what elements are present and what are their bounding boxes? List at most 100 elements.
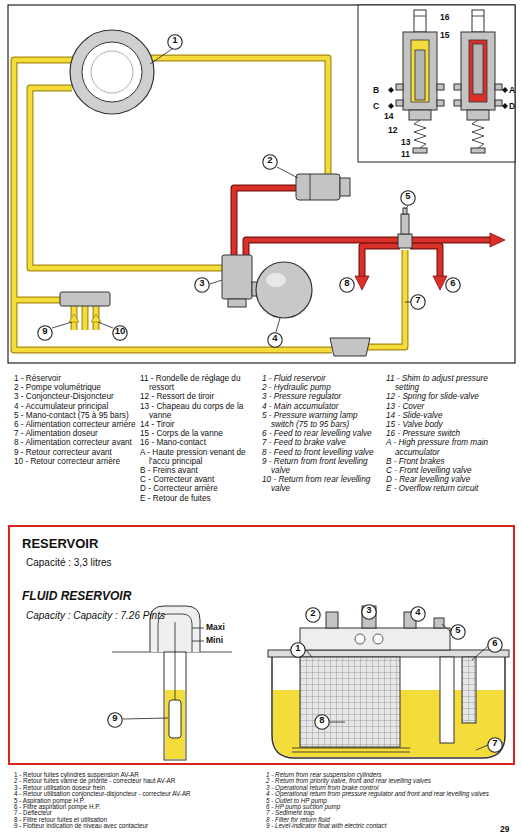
return-manifold: [330, 338, 370, 356]
callout-circle: 5: [450, 624, 466, 640]
tee-fitting: [398, 234, 412, 248]
part-label: 11: [401, 149, 410, 159]
valve-cover: [409, 110, 431, 120]
legend-item: 12 - Ressort de tiroir: [140, 392, 258, 401]
pressure-switch: [398, 208, 412, 248]
legend-item: 8 - Feed to front levelling valve: [262, 448, 382, 457]
circle-shape: [263, 155, 277, 169]
valve-stem-line: [472, 16, 484, 17]
shim: [471, 148, 485, 153]
callout-number: 8: [314, 714, 330, 730]
port-stub: [454, 100, 461, 106]
switch-body: [401, 214, 409, 234]
legend-en: 1 - Fluid reservoir2 - Hydraulic pump3 -…: [262, 374, 382, 494]
circle-shape: [291, 643, 305, 657]
sediment-trap: [292, 748, 410, 752]
legend-item: A - High pressure from main accumulator: [386, 438, 514, 456]
manifold-body: [330, 338, 370, 356]
valve-stem: [414, 10, 426, 32]
arrow-head: [490, 233, 505, 247]
outlet-fitting: [434, 618, 444, 628]
callout-number: 3: [361, 604, 377, 620]
legend-item: 10 - Retour correcteur arrière: [14, 457, 136, 466]
callout-number: 7: [410, 294, 426, 310]
reservoir-panel: RESERVOIRCapacité : 3,3 litresFLUID RESE…: [8, 525, 515, 765]
callout-number: 5: [400, 190, 416, 206]
circle-shape: [446, 278, 460, 292]
legend-item: B - Freins avant: [140, 466, 258, 475]
slide-valve: [473, 44, 483, 94]
legend-item: 15 - Valve body: [386, 420, 514, 429]
return-pipe: [74, 306, 96, 330]
callout-number: 6: [487, 637, 503, 653]
callout-number: 5: [450, 624, 466, 640]
circle-shape: [451, 625, 465, 639]
legend-item: 4 - Accumulateur principal: [14, 402, 136, 411]
callout-number: 8: [339, 277, 355, 293]
main-accumulator: [256, 262, 312, 318]
part-label: 13: [401, 137, 410, 147]
schematic-frame: [8, 5, 515, 363]
circle-shape: [268, 333, 282, 347]
circle-shape: [168, 35, 182, 49]
legend-item: E - Overflow return circuit: [386, 484, 514, 493]
yellow-pipe-outline: [14, 58, 405, 350]
suction-filter: [462, 657, 476, 723]
return-pipe: [74, 306, 96, 330]
legend-item: 6 - Feed to rear levelling valve: [262, 429, 382, 438]
leader-line: [210, 280, 222, 284]
leader-line: [98, 322, 113, 328]
callout-circle: 3: [361, 604, 377, 620]
legend-item: 10 - Return from rear levelling valve: [262, 475, 382, 493]
pressure-pipe: [412, 238, 492, 243]
callout-circle: 8: [314, 714, 330, 730]
red-pipe-fill: [234, 188, 492, 276]
legend-item: 16 - Mano-contact: [140, 438, 258, 447]
reservoir-cap: [82, 42, 142, 102]
callout-number: 4: [410, 606, 426, 622]
pump-body: [296, 174, 340, 200]
min-tick: [192, 641, 204, 642]
legend-item: 2 - Hydraulic pump: [262, 383, 382, 392]
callout-number: 1: [290, 642, 306, 658]
tank-lid: [300, 628, 450, 650]
float-rod: [175, 622, 176, 700]
circle-shape: [315, 715, 329, 729]
circle-shape: [108, 713, 122, 727]
regulator-body: [222, 255, 252, 299]
part-label: B: [373, 85, 379, 95]
circle-shape: [411, 295, 425, 309]
arrow-head: [433, 276, 447, 290]
legend-item: 14 - Tiroir: [140, 420, 258, 429]
circle-shape: [195, 278, 209, 292]
inset-frame: [358, 5, 515, 162]
accumulator-highlight: [266, 273, 286, 287]
callout-number: 3: [194, 277, 210, 293]
legend-item: 2 - Retour fuites vanne de priorité - co…: [14, 778, 264, 784]
callout-number: 1: [167, 34, 183, 50]
legend-item: 2 - Pompe volumétrique: [14, 383, 136, 392]
distribution-block: [60, 292, 110, 306]
legend-item: 13 - Cover: [386, 402, 514, 411]
return-pipe: [14, 60, 332, 350]
page-number: 29: [500, 824, 509, 834]
legend-item: 6 - Alimentation correcteur arrière: [14, 420, 136, 429]
return-pipe: [30, 88, 224, 268]
legend-item: 4 - Main accumulator: [262, 402, 382, 411]
port-marker: [388, 87, 394, 93]
circle-shape: [488, 638, 502, 652]
port-marker: [388, 103, 394, 109]
part-label: 15: [440, 30, 449, 40]
reservoir-tank: [268, 606, 509, 758]
legend-item: 2 - Return from priority valve, front an…: [266, 778, 518, 784]
leader-line: [405, 206, 408, 209]
callout-number: 2: [305, 607, 321, 623]
callout-circle: 6: [445, 277, 461, 293]
pressure-pipe: [362, 246, 400, 276]
legend-item: 16 - Pressure switch: [386, 429, 514, 438]
legend-item: 9 - Return from front levelling valve: [262, 457, 382, 475]
legend-fr: 1 - Retour fuites cylindres suspension A…: [14, 772, 264, 830]
legend-item: 7 - Sediment trap: [266, 810, 518, 816]
leader-line: [476, 745, 488, 750]
return-pipe: [30, 88, 224, 268]
